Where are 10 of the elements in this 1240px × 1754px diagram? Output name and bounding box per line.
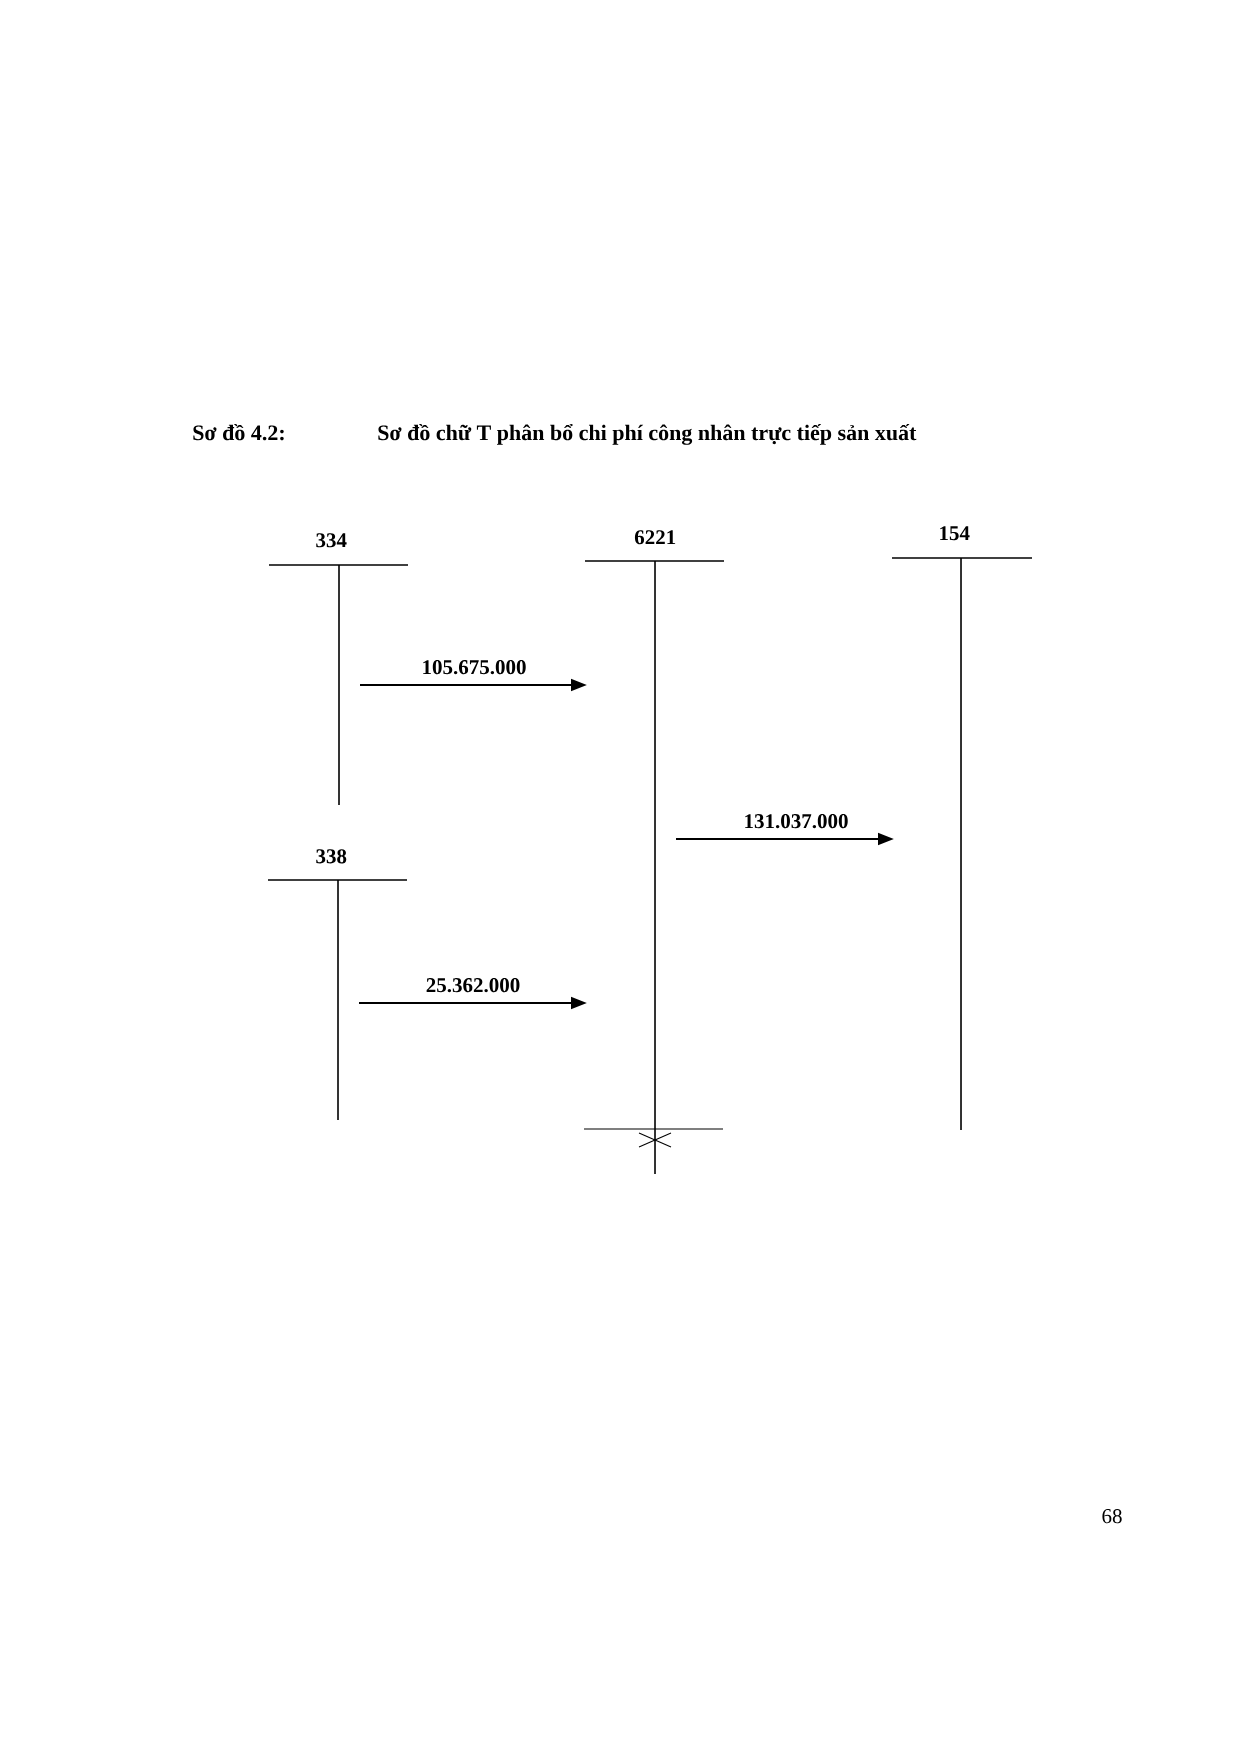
title: Sơ đồ chữ T phân bổ chi phí công nhân trực tiếp sản xuất [378,424,917,445]
t-account: 154 [891,526,1033,1131]
edge-label: 25.362.000 [426,978,520,993]
figure-number: Sơ đồ 4.2: [193,424,284,441]
t-account: 338 [267,849,408,1121]
t-account: 334 [268,533,409,806]
page-number: 68 [1102,1509,1122,1524]
t-account: 6221 [583,530,725,1175]
edge-label: 131.037.000 [745,814,848,829]
edge-label: 105.675.000 [423,660,526,675]
